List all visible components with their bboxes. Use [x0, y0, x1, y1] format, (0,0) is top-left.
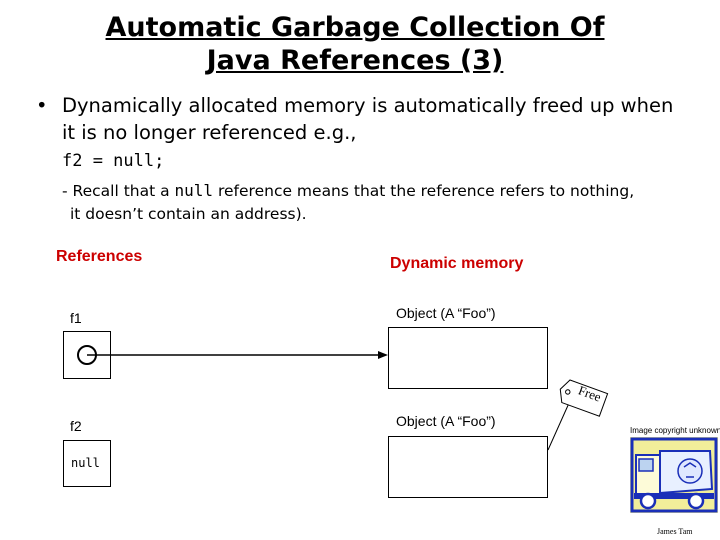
slide-title-line2: Java References (3): [206, 45, 504, 76]
object1-label: Object (A “Foo”): [396, 305, 496, 321]
sub-point-line1: - Recall that a null reference means tha…: [62, 180, 634, 202]
image-author: James Tam: [657, 527, 693, 536]
code-example: f2 = null;: [62, 151, 165, 171]
f2-reference-box: [63, 440, 111, 487]
object2-label: Object (A “Foo”): [396, 413, 496, 429]
dynamic-memory-heading: Dynamic memory: [390, 255, 524, 272]
f2-null-value: null: [71, 456, 100, 470]
free-tag: [559, 379, 609, 417]
f1-arrowhead: [378, 351, 388, 359]
null-keyword: null: [174, 181, 214, 200]
sub-point-line2: it doesn’t contain an address).: [70, 205, 307, 223]
references-heading: References: [56, 248, 143, 265]
bullet-line1: Dynamically allocated memory is automati…: [62, 94, 674, 117]
bullet-line2: it is no longer referenced e.g.,: [62, 121, 357, 144]
object1-box: [388, 327, 548, 389]
f2-label: f2: [70, 418, 82, 434]
sub-point-post: reference means that the reference refer…: [213, 182, 635, 200]
slide-title-line1: Automatic Garbage Collection Of: [105, 12, 605, 43]
garbage-truck-image: [630, 437, 718, 513]
object2-box: [388, 436, 548, 498]
bullet-marker: •: [36, 94, 48, 117]
f1-label: f1: [70, 310, 82, 326]
sub-point-pre: - Recall that a: [62, 182, 175, 200]
image-copyright: Image copyright unknown: [630, 426, 720, 435]
